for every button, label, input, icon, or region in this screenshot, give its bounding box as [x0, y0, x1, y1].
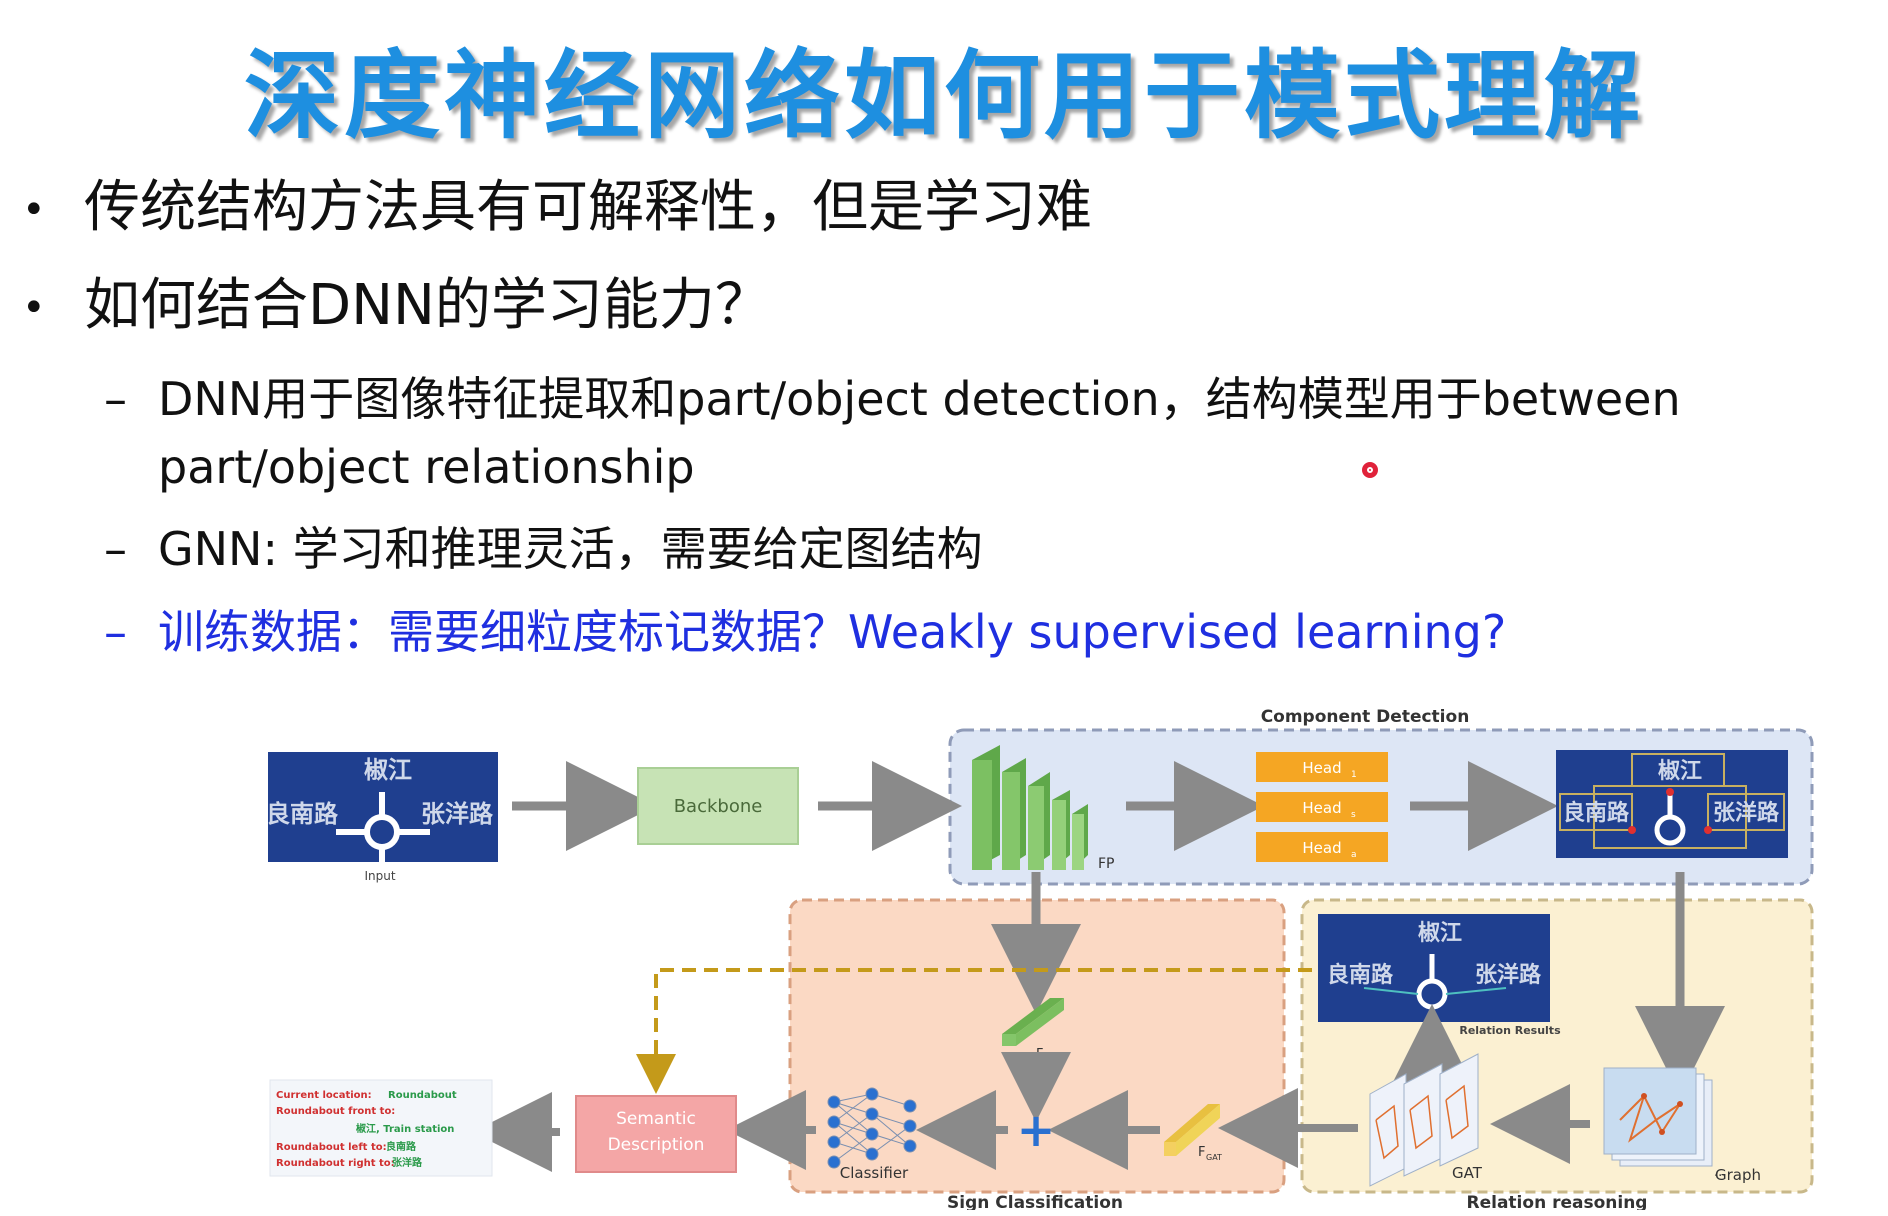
sub-bullet-3-line1: 训练数据：需要细粒度标记数据？Weakly supervised learnin…	[158, 605, 1507, 659]
sub-bullet-dash: –	[104, 372, 127, 426]
svg-text:良南路: 良南路	[266, 800, 339, 828]
laser-pointer-icon	[1362, 462, 1378, 478]
svg-text:Roundabout right to:: Roundabout right to:	[276, 1158, 395, 1169]
svg-text:1: 1	[1351, 770, 1357, 780]
svg-text:良南路: 良南路	[1327, 962, 1394, 988]
component-detection-label: Component Detection	[1261, 707, 1470, 727]
detection-head-1: Head 1	[1256, 752, 1388, 782]
classifier-network-icon	[827, 1087, 917, 1169]
f-cnn-feature-icon	[1002, 998, 1064, 1046]
svg-text:Roundabout: Roundabout	[388, 1090, 457, 1101]
backbone-label: Backbone	[674, 796, 763, 817]
sub-bullet-dash: –	[104, 605, 127, 659]
semantic-line2: Description	[608, 1135, 705, 1155]
f-cnn-label: F	[1036, 1047, 1043, 1062]
svg-text:Roundabout front to:: Roundabout front to:	[276, 1106, 395, 1117]
fp-label: FP	[1098, 856, 1115, 872]
bullet-1-text: 传统结构方法具有可解释性，但是学习难	[84, 175, 1092, 240]
plus-icon: +	[1017, 1103, 1056, 1157]
svg-text:Current location:: Current location:	[276, 1090, 372, 1101]
slide-title: 深度神经网络如何用于模式理解	[244, 40, 1644, 152]
svg-text:Head: Head	[1302, 799, 1341, 817]
svg-text:Roundabout left to:: Roundabout left to:	[276, 1142, 387, 1153]
graph-dots: ...	[1714, 1165, 1726, 1180]
relation-results-image: 椒江 良南路 张洋路	[1318, 914, 1550, 1022]
sub-bullet-2-line1: GNN: 学习和推理灵活，需要给定图结构	[158, 522, 983, 576]
dashed-connector	[636, 968, 1312, 1094]
detection-head-2: Head s	[1256, 792, 1388, 822]
sign-classification-label: Sign Classification	[947, 1193, 1123, 1210]
gat-label: GAT	[1452, 1164, 1483, 1182]
bullet-dot: •	[22, 187, 46, 233]
detection-head-3: Head a	[1256, 832, 1388, 862]
f-gat-sub: GAT	[1206, 1153, 1222, 1162]
svg-text:Head: Head	[1302, 759, 1341, 777]
classifier-label: Classifier	[840, 1164, 909, 1182]
svg-text:椒江, Train station: 椒江, Train station	[356, 1122, 454, 1135]
svg-text:张洋路: 张洋路	[1475, 962, 1542, 988]
sub-bullet-dash: –	[104, 522, 127, 576]
input-sign-image: 椒江 良南路 张洋路	[266, 752, 498, 862]
f-gat-label: F	[1198, 1145, 1205, 1160]
output-description-text: Current location: Roundabout Roundabout …	[276, 1090, 457, 1169]
graph-icon	[1603, 1067, 1713, 1167]
sub-bullet-1-line2: part/object relationship	[158, 440, 695, 494]
bullet-2-text: 如何结合DNN的学习能力？	[84, 273, 771, 338]
semantic-description-block	[575, 1095, 737, 1173]
svg-text:s: s	[1351, 810, 1356, 820]
sub-bullet-1-line1: DNN用于图像特征提取和part/object detection，结构模型用于…	[158, 372, 1681, 426]
svg-text:良南路: 良南路	[1563, 800, 1630, 826]
detected-sign-image: 椒江 良南路 张洋路	[1556, 750, 1788, 858]
sign-classification-region	[788, 898, 1286, 1194]
output-description-box	[269, 1079, 493, 1177]
svg-text:张洋路: 张洋路	[1713, 800, 1780, 826]
relation-reasoning-label: Relation reasoning	[1467, 1193, 1648, 1210]
backbone-block	[637, 767, 799, 845]
svg-text:张洋路: 张洋路	[392, 1156, 423, 1169]
svg-text:椒江: 椒江	[1418, 920, 1462, 946]
svg-text:Head: Head	[1302, 839, 1341, 857]
input-label: Input	[364, 869, 395, 883]
feature-pyramid-icon	[972, 745, 1088, 870]
svg-text:张洋路: 张洋路	[421, 800, 494, 828]
graph-label: Graph	[1715, 1166, 1761, 1184]
bullet-dot: •	[22, 285, 46, 331]
semantic-line1: Semantic	[616, 1109, 696, 1129]
svg-text:a: a	[1351, 850, 1357, 860]
f-cnn-sub: CNN	[1044, 1055, 1062, 1064]
pipeline-figure: Component Detection Sign Classification …	[266, 707, 1814, 1210]
svg-text:椒江: 椒江	[1658, 758, 1702, 784]
f-gat-feature-icon	[1164, 1104, 1220, 1156]
svg-text:良南路: 良南路	[386, 1140, 417, 1153]
gat-icon	[1369, 1053, 1479, 1187]
relation-results-label: Relation Results	[1459, 1024, 1561, 1037]
svg-text:椒江: 椒江	[364, 756, 412, 784]
